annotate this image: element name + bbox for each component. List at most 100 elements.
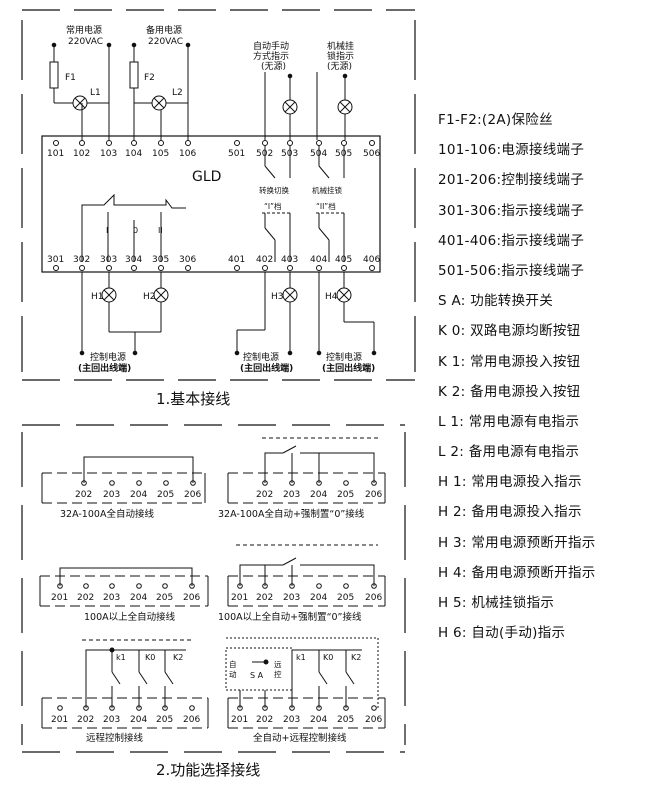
- terminal-label: 303: [100, 255, 117, 265]
- frame-function: [21, 424, 406, 753]
- terminal-bottom: [185, 265, 191, 271]
- top-labels: 常用电源 220VAC 备用电源 220VAC 自动手动 方式指示 (无源) 机…: [65, 24, 354, 235]
- terminal-label: 203: [103, 593, 120, 603]
- function-labels: 32A-100A全自动接线 32A-100A全自动+强制置“0”接线 100A以…: [60, 508, 365, 744]
- svg-text:L2: L2: [172, 88, 183, 98]
- legend-item: H 4: 备用电源预断开指示: [438, 564, 596, 581]
- terminal-top: [287, 140, 293, 146]
- terminal-label: 102: [73, 149, 90, 159]
- svg-text:备用电源: 备用电源: [146, 24, 182, 36]
- terminal: [371, 705, 377, 711]
- terminal-label: 203: [103, 715, 120, 725]
- d1-caption: 32A-100A全自动接线: [60, 508, 154, 520]
- basic-caption: 1.基本接线: [156, 390, 230, 408]
- terminal: [343, 583, 349, 589]
- svg-text:220VAC: 220VAC: [148, 37, 183, 47]
- svg-text:K0: K0: [145, 653, 155, 662]
- terminal-label: 401: [228, 255, 245, 265]
- power-supply-wiring: [49, 42, 191, 140]
- terminal-top: [158, 140, 164, 146]
- terminal: [83, 583, 89, 589]
- terminal-label: 202: [75, 490, 92, 500]
- d2-caption: 32A-100A全自动+强制置“0”接线: [218, 508, 365, 520]
- d3-caption: 100A以上全自动接线: [84, 611, 176, 623]
- terminal-label: 201: [231, 715, 248, 725]
- terminal-label: 204: [130, 593, 147, 603]
- legend-item: H 3: 常用电源预断开指示: [438, 534, 596, 551]
- legend-item: K 0: 双路电源均断按钮: [438, 323, 581, 340]
- svg-text:F2: F2: [144, 73, 155, 83]
- function-caption: 2.功能选择接线: [156, 761, 260, 779]
- terminal-bottom: [262, 265, 268, 271]
- terminal-label: 506: [363, 149, 380, 159]
- legend-item: H 1: 常用电源投入指示: [438, 474, 582, 491]
- svg-text:S A: S A: [250, 671, 264, 680]
- terminal: [109, 583, 115, 589]
- legend-item: L 2: 备用电源有电指示: [438, 444, 580, 461]
- terminal-label: 205: [156, 593, 173, 603]
- terminal-label: 205: [337, 490, 354, 500]
- fuse-f1: [49, 61, 59, 89]
- legend-item: 101-106:电源接线端子: [438, 142, 585, 159]
- terminal-top: [234, 140, 240, 146]
- terminal-label: 202: [256, 490, 273, 500]
- terminal-label: 406: [363, 255, 380, 265]
- d6-caption: 全自动+远程控制接线: [253, 732, 347, 744]
- terminal-top: [79, 140, 85, 146]
- terminal-label: 203: [283, 490, 300, 500]
- svg-text:k1: k1: [116, 653, 126, 662]
- legend-item: S A: 功能转换开关: [438, 293, 553, 310]
- svg-text:常用电源: 常用电源: [66, 24, 102, 36]
- svg-text:控: 控: [274, 669, 282, 679]
- terminal-label: 206: [365, 715, 382, 725]
- terminal-bottom: [79, 265, 85, 271]
- terminal-label: 206: [184, 490, 201, 500]
- terminal-label: 103: [100, 149, 117, 159]
- terminal-label: 402: [256, 255, 273, 265]
- terminal-top: [316, 140, 322, 146]
- legend-item: H 5: 机械挂锁指示: [438, 595, 555, 611]
- terminal-label: 301: [47, 255, 64, 265]
- svg-text:机械挂: 机械挂: [327, 40, 354, 52]
- terminal-label: 203: [103, 490, 120, 500]
- terminal-label: 105: [152, 149, 169, 159]
- controller-body: [41, 135, 381, 273]
- terminal-label: 104: [125, 149, 142, 159]
- svg-text:机械挂锁: 机械挂锁: [312, 185, 342, 195]
- svg-text:H2: H2: [143, 292, 156, 302]
- terminal-label: 201: [51, 715, 68, 725]
- svg-text:控制电源: 控制电源: [326, 351, 362, 363]
- terminal: [136, 480, 142, 486]
- legend-item: H 6: 自动(手动)指示: [438, 625, 566, 642]
- terminal-top: [341, 140, 347, 146]
- internal-contacts: [81, 146, 346, 262]
- terminal-label: 204: [130, 715, 147, 725]
- terminal-label: 202: [256, 715, 273, 725]
- terminal-label: 205: [337, 593, 354, 603]
- terminal-top: [185, 140, 191, 146]
- terminal-label: 206: [183, 593, 200, 603]
- controller-label: GLD: [192, 169, 221, 185]
- terminal-bottom: [287, 265, 293, 271]
- terminal-top: [262, 140, 268, 146]
- svg-text:远: 远: [274, 660, 282, 669]
- legend-item: H 2: 备用电源投入指示: [438, 504, 582, 521]
- terminal-top: [53, 140, 59, 146]
- svg-text:K2: K2: [351, 653, 361, 662]
- terminal-label: 202: [77, 593, 94, 603]
- terminal: [57, 705, 63, 711]
- d5-caption: 远程控制接线: [86, 732, 144, 744]
- svg-text:动: 动: [229, 669, 237, 679]
- svg-text:0: 0: [133, 226, 138, 235]
- terminal-label: 204: [130, 490, 147, 500]
- legend-item: 201-206:控制接线端子: [438, 172, 585, 189]
- terminal-label: 202: [256, 593, 273, 603]
